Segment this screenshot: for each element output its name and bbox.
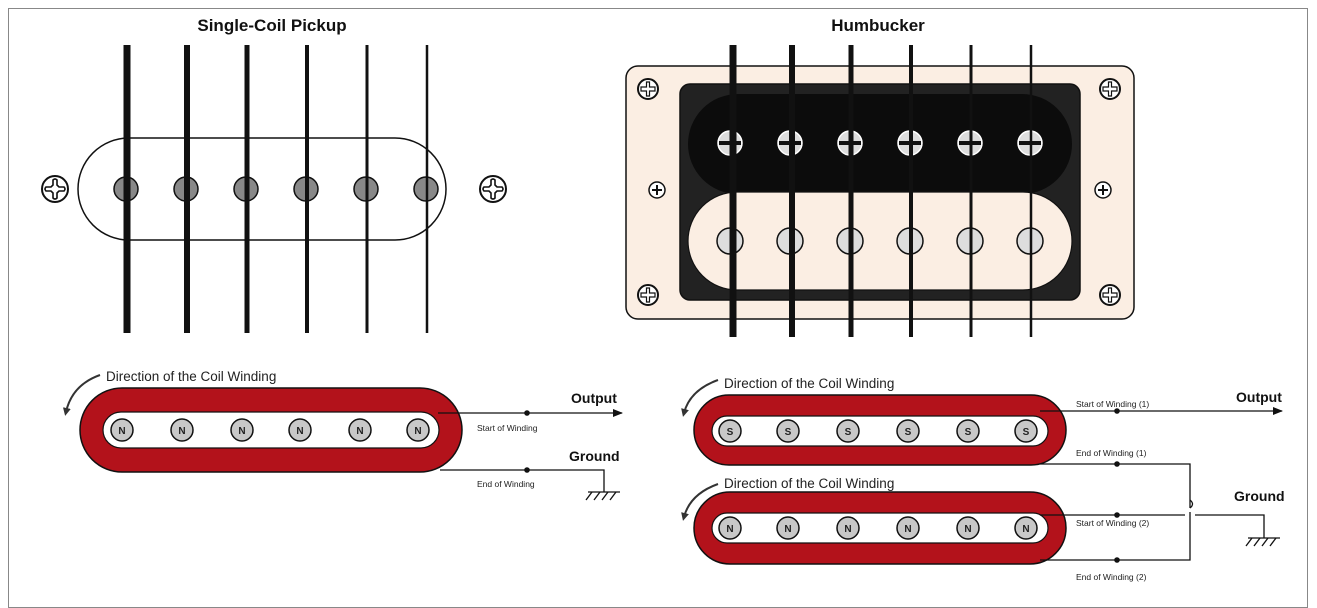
single-coil-winding [79,387,463,473]
humbucker-output-label: Output [1236,389,1282,405]
pole-label: N [1022,524,1029,535]
humbucker-coil1-poles: S S S S S S [718,419,1038,443]
humbucker-coil1-direction-label: Direction of the Coil Winding [724,376,894,391]
single-coil-output-wire [438,409,623,417]
ground-symbol [585,491,620,501]
humbucker-end1-label: End of Winding (1) [1076,448,1147,458]
junction-dot [1114,512,1120,518]
single-coil-start-label: Start of Winding [477,423,538,433]
pole-label: N [238,426,245,437]
junction-dot [1114,408,1120,414]
pole-label: N [118,426,125,437]
humbucker-side-screw-left [648,181,666,199]
single-coil-ground-wire [440,467,605,492]
single-coil-pickup-body [77,137,447,241]
pole-label: N [296,426,303,437]
single-coil-magnet-poles: N N N N N N [110,418,430,442]
humbucker-side-screw-right [1094,181,1112,199]
humbucker-corner-screw-top-right [1099,78,1121,100]
junction-dot [524,467,530,473]
pole-label: N [904,524,911,535]
junction-dot [1114,557,1120,563]
humbucker-start1-label: Start of Winding (1) [1076,399,1149,409]
winding-direction-arrow [62,374,101,416]
humbucker-corner-screw-top-left [637,78,659,100]
single-coil-direction-label: Direction of the Coil Winding [106,369,276,384]
pole-label: S [727,427,734,438]
humbucker-output-wire [1040,407,1283,415]
humbucker-coil1-winding [693,394,1067,466]
single-coil-title: Single-Coil Pickup [197,16,346,35]
pole-label: N [414,426,421,437]
humbucker-coil-black [688,94,1072,194]
humbucker-corner-screw-bottom-left [637,284,659,306]
humbucker-title: Humbucker [831,16,925,35]
pole-label: S [1023,427,1030,438]
single-coil-end-label: End of Winding [477,479,535,489]
humbucker-end2-label: End of Winding (2) [1076,572,1147,582]
single-coil-ground-label: Ground [569,448,620,464]
pole-label: N [178,426,185,437]
pole-label: S [965,427,972,438]
winding-direction-arrow [681,483,719,521]
pole-label: N [844,524,851,535]
junction-dot [1114,461,1120,467]
pole-label: N [964,524,971,535]
single-coil-output-label: Output [571,390,617,406]
winding-direction-arrow [681,379,719,417]
humbucker-ground-label: Ground [1234,488,1285,504]
humbucker-start2-label: Start of Winding (2) [1076,518,1149,528]
humbucker-coil2-poles: N N N N N N [718,516,1038,540]
single-coil-strings [123,45,429,333]
humbucker-series-link-wire [1040,461,1265,563]
pole-label: N [356,426,363,437]
humbucker-coil2-winding [693,491,1067,565]
junction-dot [524,410,530,416]
single-coil-mount-screw-right [479,175,507,203]
humbucker-coil-cream [687,191,1073,291]
pole-label: S [845,427,852,438]
pole-label: N [784,524,791,535]
humbucker-coil2-direction-label: Direction of the Coil Winding [724,476,894,491]
pole-label: S [905,427,912,438]
single-coil-mount-screw-left [41,175,69,203]
humbucker-strings [729,45,1033,337]
ground-symbol [1245,537,1280,547]
pole-label: S [785,427,792,438]
pole-label: N [726,524,733,535]
humbucker-corner-screw-bottom-right [1099,284,1121,306]
